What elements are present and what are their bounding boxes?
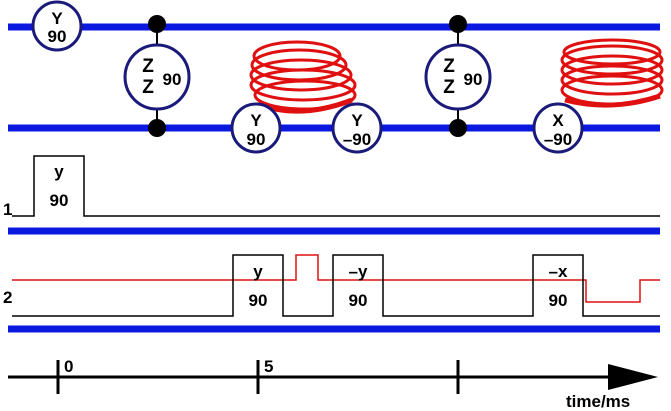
channel-1-label: 1: [3, 200, 12, 219]
channel-2-pulse-angle: 90: [349, 291, 368, 310]
gate-label-angle: 90: [464, 70, 483, 89]
time-tick-label: 0: [64, 357, 73, 376]
helix-coil-icon: [249, 40, 357, 114]
channel-2-pulse-train: [12, 254, 660, 317]
gate-label-bottom: Z: [142, 77, 154, 98]
channel-2-pulse-angle: 90: [249, 291, 268, 310]
control-dot-icon: [148, 119, 166, 137]
gate-label-bottom: Z: [443, 77, 455, 98]
arrow-right-icon: [608, 364, 658, 390]
channel-2-label: 2: [3, 288, 12, 307]
channel-1-pulse-angle: 90: [50, 191, 69, 210]
control-dot-icon: [449, 15, 467, 33]
time-axis-label: time/ms: [566, 392, 630, 411]
gate-y90-bottom: Y 90: [230, 102, 282, 154]
gate-label-bottom: 90: [247, 130, 266, 149]
gate-label-top: X: [552, 111, 564, 130]
gate-y90-top: Y 90: [31, 0, 83, 52]
channel-2-pulse-angle: 90: [549, 291, 568, 310]
gate-label-top: Y: [250, 111, 262, 130]
control-dot-icon: [148, 15, 166, 33]
gate-label-top: Z: [142, 56, 154, 77]
gate-label-bottom: 90: [48, 27, 67, 46]
channel-2-pulse-phase: –x: [549, 262, 568, 281]
gate-y-minus90: Y –90: [331, 102, 383, 154]
gate-label-top: Z: [443, 56, 455, 77]
gradient-waveform: [12, 254, 660, 303]
gate-label-bottom: –90: [544, 130, 572, 149]
gate-label-top: Y: [351, 111, 363, 130]
gate-zz90-1: Z Z 90: [123, 43, 191, 111]
gate-x-minus90: X –90: [532, 102, 584, 154]
channel-2-pulse-phase: y: [253, 262, 263, 281]
gate-label-top: Y: [51, 9, 63, 28]
gate-label-bottom: –90: [343, 130, 371, 149]
channel-2-pulse-phase: –y: [349, 262, 368, 281]
gate-label-angle: 90: [163, 70, 182, 89]
helix-coil-icon: [560, 38, 664, 108]
channel-1-pulse-phase: y: [54, 162, 64, 181]
control-dot-icon: [449, 119, 467, 137]
channel-1-pulse-train: [12, 155, 660, 217]
time-tick-label: 5: [264, 357, 273, 376]
gate-zz90-2: Z Z 90: [424, 43, 492, 111]
